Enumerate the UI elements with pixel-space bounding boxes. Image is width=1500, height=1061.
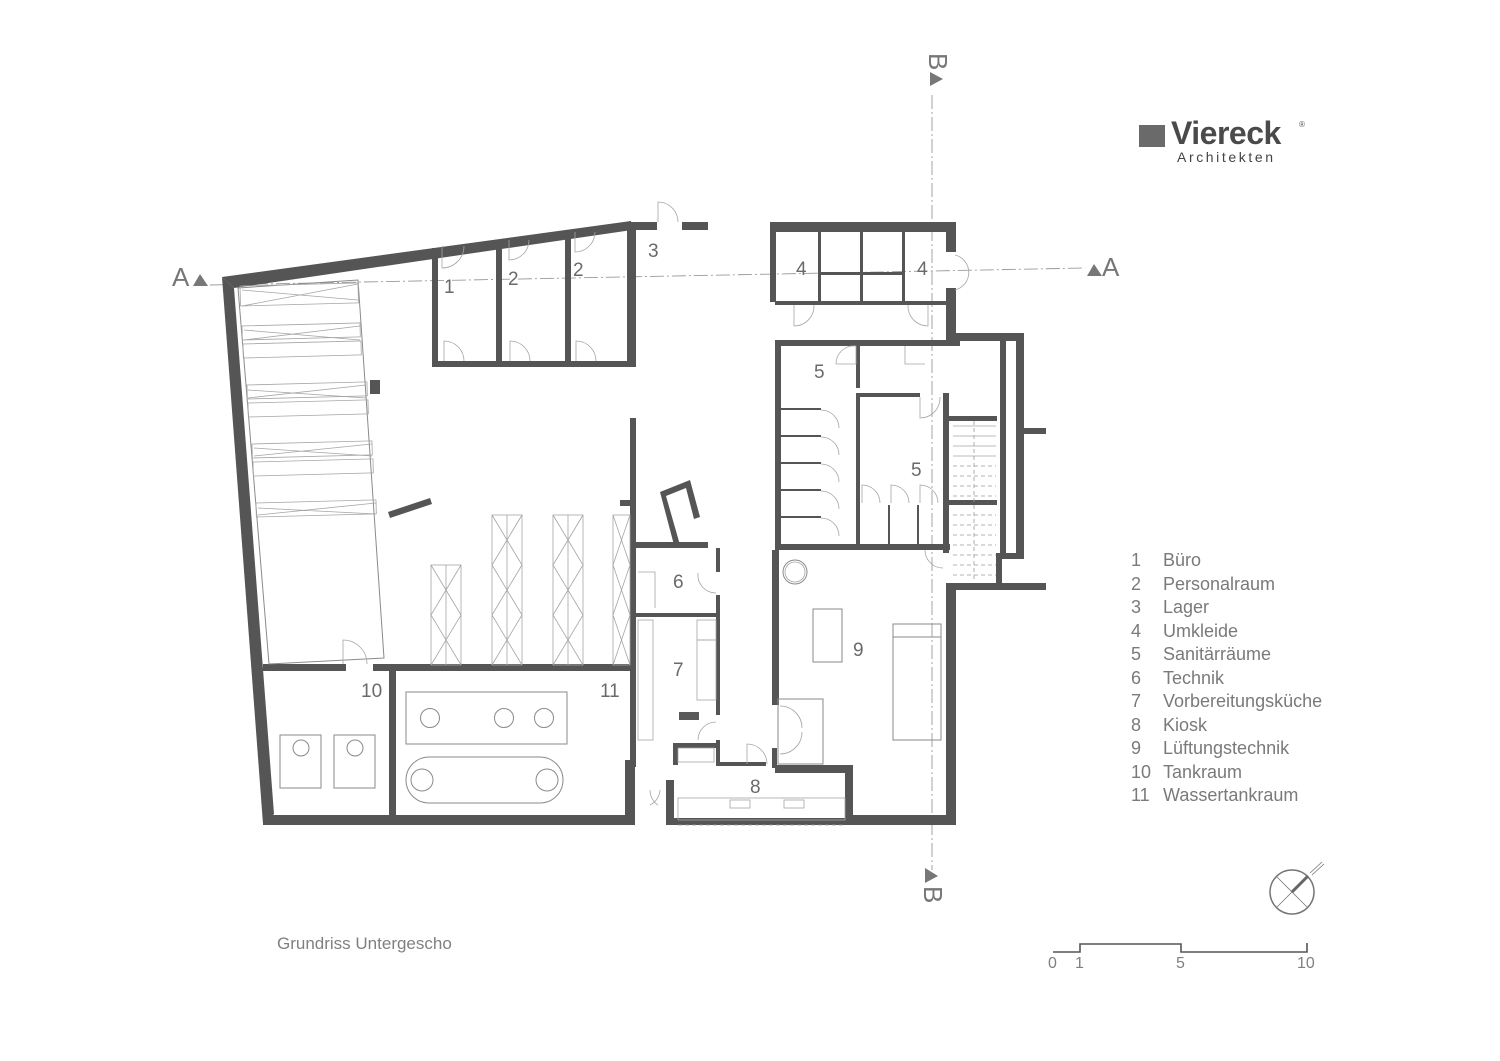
scale-tick-label: 1: [1075, 955, 1084, 972]
scale-tick-label: 0: [1048, 955, 1057, 972]
section-lines: [209, 95, 1086, 870]
stairs: [953, 421, 996, 580]
svg-text:B: B: [923, 53, 953, 70]
room-labels: 1 2 2 3 4 4 5 5 6 7 8 9 10 11: [361, 241, 928, 798]
section-marker-b-bottom: B: [918, 868, 948, 903]
room-label: 2: [508, 269, 519, 290]
interior-walls: [263, 222, 997, 821]
room-label: 10: [361, 681, 382, 702]
room-label: 4: [796, 259, 807, 280]
room-label: 11: [600, 681, 620, 702]
section-marker-a-right: A: [1087, 252, 1120, 282]
doors: [342, 201, 970, 806]
room-label: 5: [911, 460, 922, 481]
logo-square-icon: [1139, 125, 1165, 147]
room-label: 6: [673, 572, 684, 593]
brand-name: Viereck: [1171, 115, 1281, 151]
room-label: 3: [648, 241, 659, 262]
registered-mark: ®: [1299, 120, 1305, 129]
svg-text:B: B: [918, 886, 948, 903]
triangle-marker-icon: [925, 868, 938, 883]
room-label: 8: [750, 777, 761, 798]
svg-text:A: A: [1102, 252, 1120, 282]
north-arrow-icon: [1269, 861, 1325, 915]
scale-tick-label: 5: [1176, 955, 1185, 972]
ventilation-equipment: [777, 559, 942, 765]
drawing-title: Grundriss Untergescho: [277, 934, 452, 953]
kitchen-fixtures: [637, 619, 717, 763]
svg-text:A: A: [172, 262, 190, 292]
storage-racks-left: [237, 279, 385, 665]
triangle-marker-icon: [193, 274, 208, 286]
section-marker-a-left: A: [172, 262, 208, 292]
triangle-marker-icon: [930, 72, 943, 86]
scale-tick-label: 10: [1297, 955, 1315, 972]
room-label: 4: [917, 259, 928, 280]
room-label: 1: [444, 277, 455, 298]
triangle-marker-icon: [1087, 264, 1102, 276]
section-marker-b-top: B: [923, 53, 953, 86]
tanks: [279, 691, 568, 804]
scale-bar: [1053, 943, 1308, 953]
shelving-racks: [430, 514, 631, 666]
brand-subtitle: Architekten: [1177, 149, 1276, 165]
room-label: 2: [573, 260, 584, 281]
room-label: 5: [814, 362, 825, 383]
kiosk-counter: [677, 797, 846, 826]
outer-walls: [222, 221, 1046, 825]
room-label: 7: [673, 660, 684, 681]
room-label: 9: [853, 640, 864, 661]
